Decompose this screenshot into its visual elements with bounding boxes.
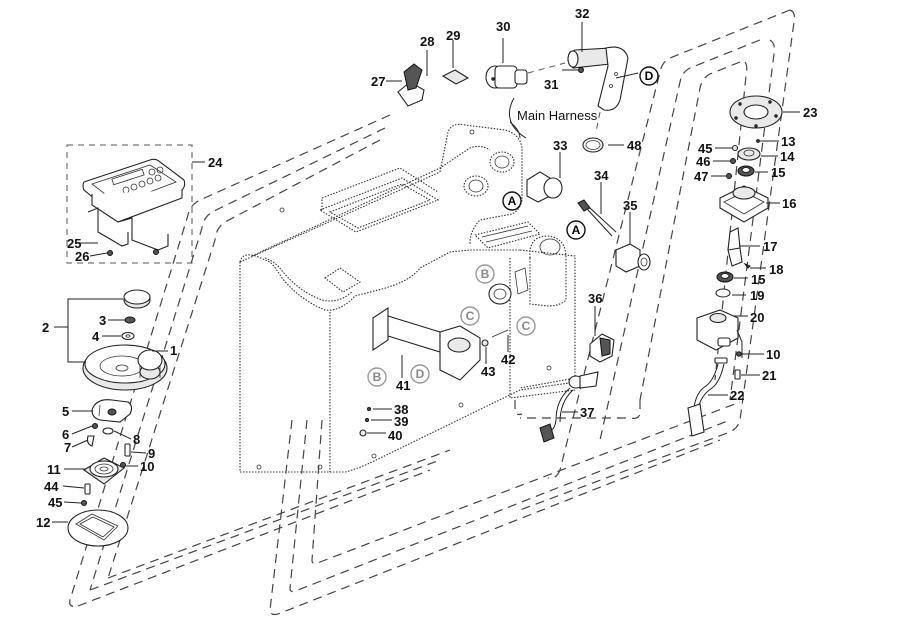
part-label-41: 41 (396, 378, 410, 393)
display-panel (82, 158, 186, 256)
part-label-17: 17 (763, 239, 777, 254)
part-label-2: 2 (42, 320, 49, 335)
callout-D2: D (410, 364, 430, 384)
svg-text:A: A (508, 194, 517, 208)
display-assembly-group (66, 144, 205, 264)
part-label-14: 14 (780, 149, 795, 164)
part-label-7: 7 (64, 440, 71, 455)
svg-text:D: D (416, 367, 425, 381)
callout-B1: B (475, 264, 495, 284)
part-label-12: 12 (36, 515, 50, 530)
part-label-6: 6 (62, 427, 69, 442)
right-stack (687, 95, 800, 437)
callout-B2: B (367, 367, 387, 387)
part-label-42: 42 (501, 352, 515, 367)
part-label-4: 4 (92, 329, 100, 344)
part-label-3: 3 (99, 313, 106, 328)
part-label-37: 37 (580, 405, 594, 420)
part-label-20: 20 (750, 310, 764, 325)
part-label-45-left: 45 (48, 495, 62, 510)
svg-text:A: A (572, 223, 581, 237)
explode-guide-lines-right (514, 9, 796, 511)
part-label-35: 35 (623, 198, 637, 213)
part-label-32: 32 (575, 6, 589, 21)
part-label-31: 31 (544, 77, 558, 92)
holder-arm (372, 306, 481, 381)
callout-A1: A (502, 191, 522, 211)
fasteners-42-43 (481, 329, 509, 352)
leader-lines-left (52, 319, 168, 523)
part-label-10-right: 10 (766, 347, 780, 362)
part-label-25: 25 (67, 236, 81, 251)
part-label-15-top: 15 (771, 165, 785, 180)
part-label-24: 24 (208, 155, 223, 170)
part-label-13: 13 (781, 134, 795, 149)
main-harness-label: Main Harness (517, 108, 598, 123)
part-label-48: 48 (627, 138, 641, 153)
fasteners-38-40 (359, 407, 392, 437)
part-label-5: 5 (62, 404, 69, 419)
part-label-18: 18 (769, 262, 783, 277)
svg-text:B: B (373, 370, 382, 384)
part-label-39: 39 (394, 414, 408, 429)
part-label-34: 34 (594, 168, 609, 183)
part-label-9: 9 (148, 446, 155, 461)
callout-D1: D (639, 66, 659, 86)
part-label-46: 46 (696, 154, 710, 169)
part-label-21: 21 (762, 368, 776, 383)
explode-guide-lines-bottom (269, 401, 741, 616)
part-label-26: 26 (75, 249, 89, 264)
part-label-29: 29 (446, 28, 460, 43)
joystick-assembly (54, 289, 168, 547)
callout-C2: C (516, 316, 536, 336)
part-number-labels: 1 2 3 4 5 6 7 8 9 10 11 12 44 45 24 25 2… (36, 6, 817, 530)
svg-text:C: C (466, 309, 475, 323)
part-label-23: 23 (803, 105, 817, 120)
part-label-27: 27 (371, 74, 385, 89)
part-label-47: 47 (694, 169, 708, 184)
part-label-15-bottom: 15 (751, 272, 765, 287)
part-label-8: 8 (133, 432, 140, 447)
top-parts (386, 22, 639, 139)
console-body (239, 123, 591, 473)
svg-text:D: D (645, 69, 654, 83)
part-label-40: 40 (388, 428, 402, 443)
svg-text:B: B (481, 267, 490, 281)
explode-guide-lines-left (69, 114, 451, 607)
part-label-33: 33 (553, 138, 567, 153)
mid-parts (526, 137, 651, 443)
part-label-36: 36 (588, 291, 602, 306)
part-label-30: 30 (496, 19, 510, 34)
part-label-22: 22 (730, 388, 744, 403)
svg-text:C: C (522, 319, 531, 333)
callout-C1: C (460, 306, 480, 326)
part-label-43: 43 (481, 364, 495, 379)
part-label-16: 16 (782, 196, 796, 211)
part-label-44: 44 (44, 479, 59, 494)
part-label-10-left: 10 (140, 459, 154, 474)
part-label-1: 1 (170, 343, 177, 358)
part-label-11: 11 (47, 462, 61, 477)
part-label-45-right: 45 (698, 141, 712, 156)
part-label-28: 28 (420, 34, 434, 49)
part-label-19: 19 (750, 288, 764, 303)
callout-A2: A (566, 220, 586, 240)
part-label-38: 38 (394, 402, 408, 417)
